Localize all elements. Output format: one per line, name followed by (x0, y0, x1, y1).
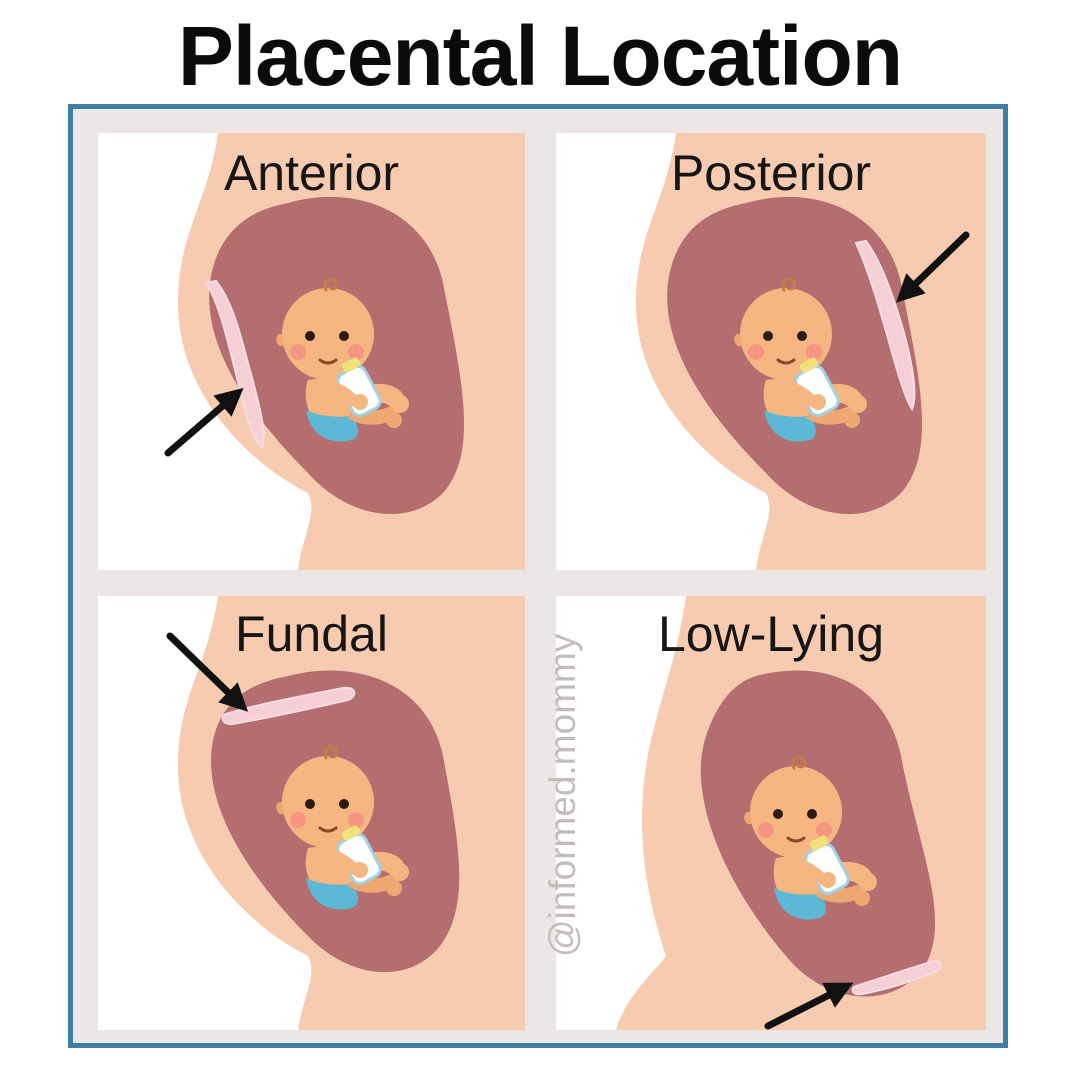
posterior-illustration (556, 133, 986, 570)
diagram-frame: Anterior Posterior Fundal (68, 104, 1008, 1048)
panel-low-lying: Low-Lying (556, 596, 986, 1030)
arrow-low-lying (764, 982, 854, 1030)
page-title: Placental Location (177, 9, 903, 103)
arrow-fundal (166, 632, 249, 712)
placenta-posterior (854, 239, 916, 412)
panel-label-posterior: Posterior (670, 145, 872, 201)
panel-anterior: Anterior (98, 133, 525, 570)
panel-label-low-lying: Low-Lying (657, 606, 885, 662)
placenta-anterior (204, 279, 265, 450)
arrow-anterior (164, 387, 244, 457)
anterior-illustration (98, 133, 525, 570)
panel-posterior: Posterior (556, 133, 986, 570)
placenta-fundal (221, 686, 356, 726)
panel-label-anterior: Anterior (223, 145, 400, 201)
fundal-illustration (98, 596, 525, 1030)
panel-label-fundal: Fundal (235, 606, 388, 662)
panel-fundal: Fundal (98, 596, 525, 1030)
low-lying-illustration (556, 596, 986, 1030)
watermark-text: @informed.mommy (542, 633, 583, 957)
arrow-posterior (895, 231, 970, 303)
placenta-low-lying (851, 960, 942, 996)
